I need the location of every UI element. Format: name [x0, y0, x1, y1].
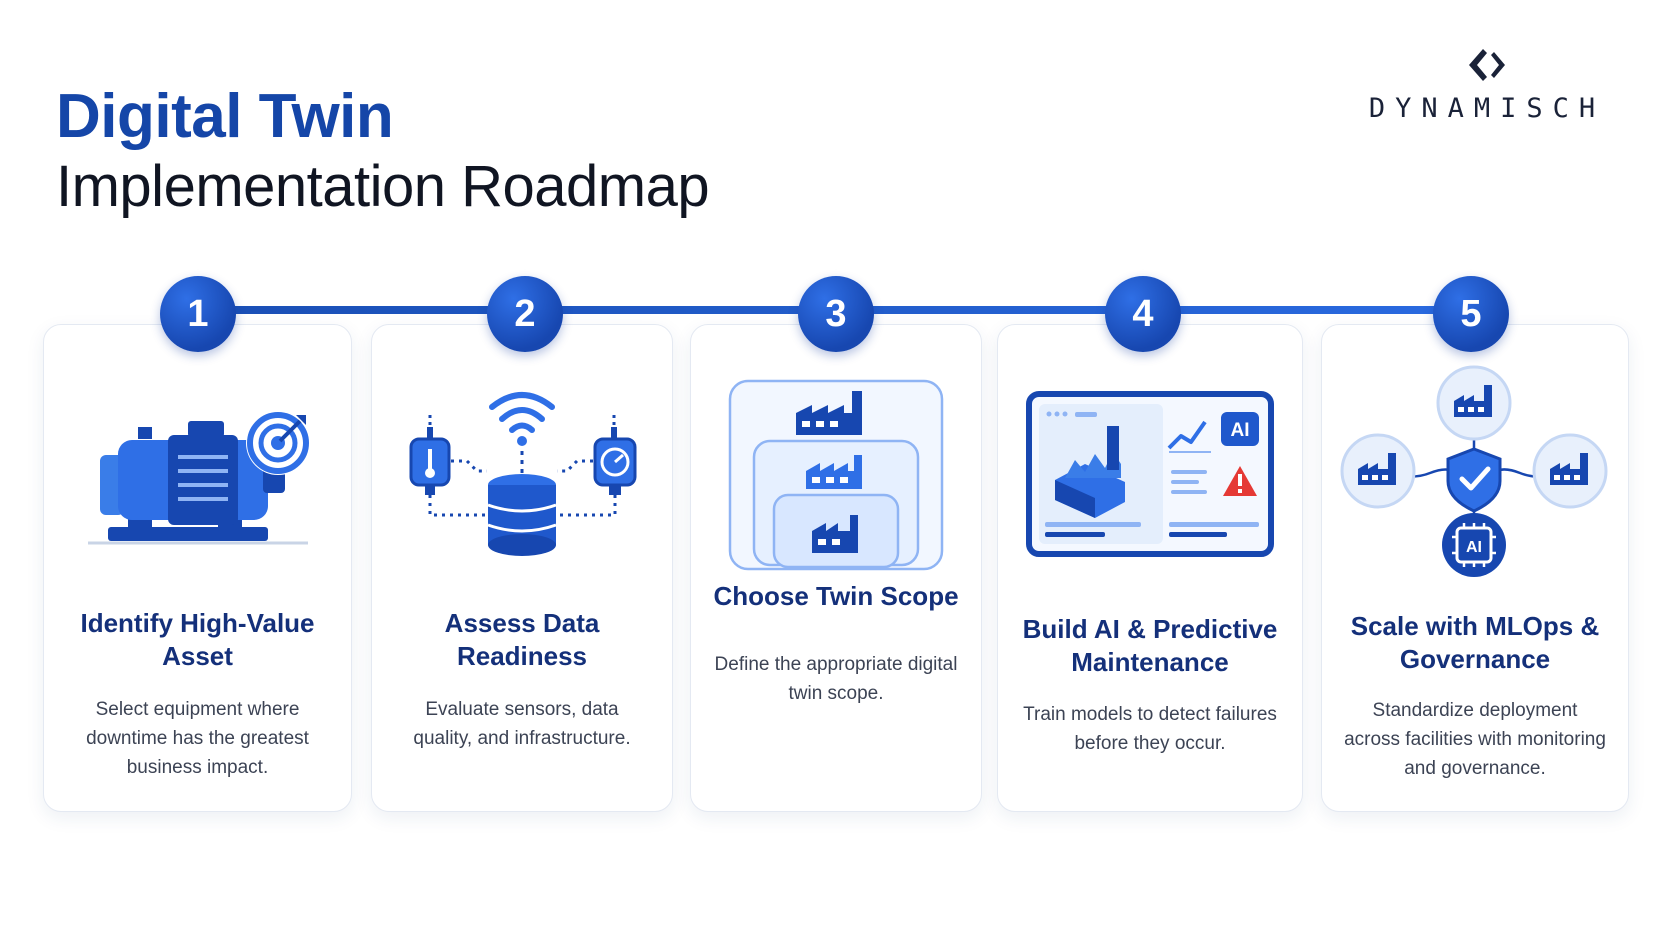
- step-description: Define the appropriate digital twin scop…: [714, 654, 958, 704]
- code-brackets-icon: [1469, 49, 1505, 81]
- step-number-badge-3: 3: [798, 276, 874, 352]
- step-card-2: Assess Data Readiness Evaluate sensors, …: [371, 324, 673, 812]
- step-title: Choose Twin Scope: [713, 581, 959, 611]
- step-number-badge-1: 1: [160, 276, 236, 352]
- sensors-database-icon: [372, 380, 672, 570]
- step-card-4: AI Build AI & Predictive Maintenance Tra…: [997, 324, 1303, 812]
- logo-text: DYNAMISCH: [1368, 93, 1606, 124]
- step-number-badge-2: 2: [487, 276, 563, 352]
- title-line-2: Implementation Roadmap: [56, 154, 710, 219]
- step-number-badge-5: 5: [1433, 276, 1509, 352]
- step-card-1: Identify High-Value Asset Select equipme…: [43, 324, 352, 812]
- step-description: Train models to detect failures before t…: [1023, 704, 1277, 754]
- step-title: Identify High-Value Asset: [80, 608, 315, 671]
- step-card-3: Choose Twin Scope Define the appropriate…: [690, 324, 982, 812]
- step-description: Evaluate sensors, data quality, and infr…: [413, 699, 631, 749]
- step-description: Standardize deployment across facilities…: [1344, 700, 1606, 779]
- step-title: Build AI & Predictive Maintenance: [1022, 614, 1278, 677]
- brand-logo: DYNAMISCH: [1342, 45, 1632, 124]
- step-title: Assess Data Readiness: [444, 608, 600, 671]
- title-line-1: Digital Twin: [56, 82, 394, 151]
- ai-label: AI: [1231, 420, 1250, 441]
- step-title: Scale with MLOps & Governance: [1350, 611, 1600, 674]
- motor-with-target-icon: [44, 380, 351, 570]
- ai-dashboard-icon: AI: [998, 380, 1302, 570]
- facility-network-icon: AI: [1322, 365, 1628, 577]
- ai-chip-label: AI: [1466, 539, 1482, 556]
- step-number-badge-4: 4: [1105, 276, 1181, 352]
- nested-factory-icon: [691, 379, 981, 571]
- step-card-5: AI Scale with MLOps & Governance Standar…: [1321, 324, 1629, 812]
- step-description: Select equipment where downtime has the …: [86, 699, 309, 778]
- page-title: Digital Twin Implementation Roadmap: [56, 82, 710, 222]
